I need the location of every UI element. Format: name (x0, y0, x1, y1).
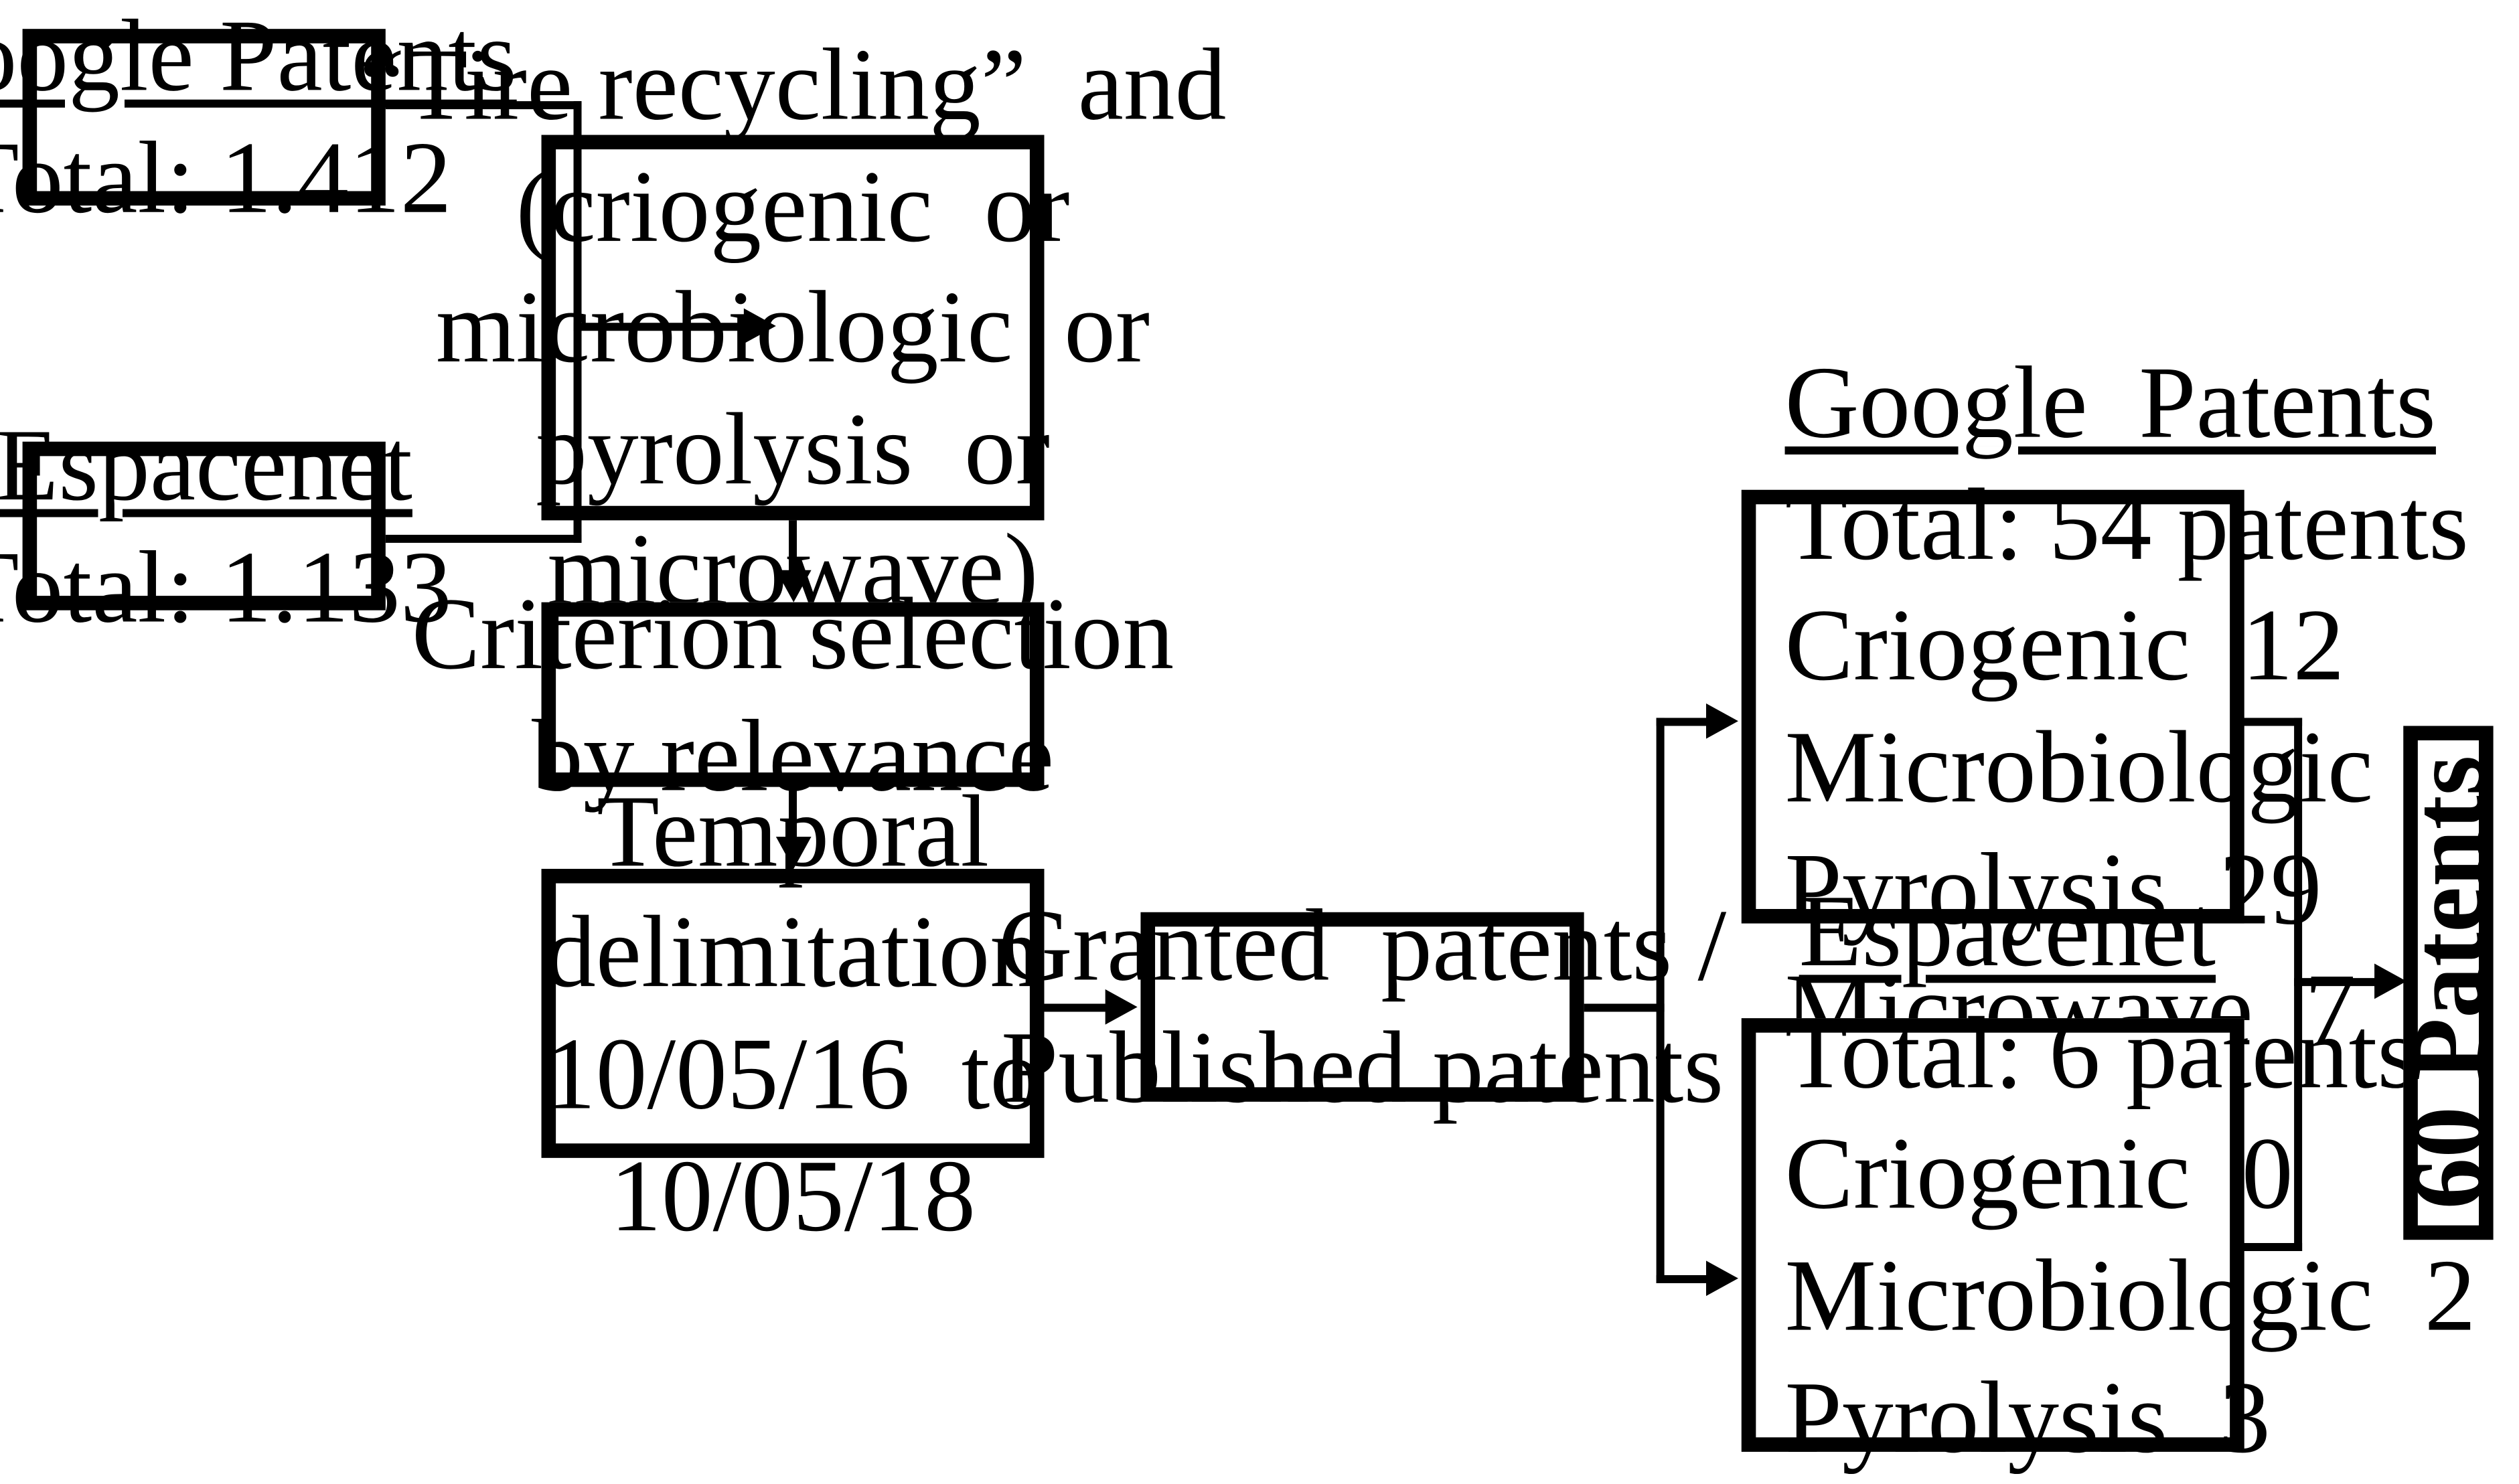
arrow-criterion-to-temporal (775, 837, 812, 869)
criterion-line-1: Criterion selection (411, 576, 1174, 691)
node-criterion-selection: Criterion selection by relevance (412, 576, 1174, 812)
espacenet-results-header-wrap: Espacenet (1785, 871, 2230, 992)
google-source-total: Total: 1.412 (0, 120, 452, 235)
temporal-line-2: delimitation (544, 895, 1042, 1009)
edge-sources-to-query-line (573, 323, 751, 331)
espacenet-results-header: Espacenet (1799, 874, 2216, 989)
arrow-query-to-criterion (775, 570, 812, 602)
node-temporal-delimitation: Temporal delimitation 10/05/16 to 10/05/… (541, 774, 1045, 1252)
google-results-header: Google Patents (1784, 345, 2436, 461)
edge-criterion-to-temporal-line (789, 787, 797, 839)
node-google-patents-results: Google Patents Total: 54 patents Criogen… (1741, 346, 2476, 1066)
google-results-header-wrap: Google Patents (1785, 343, 2436, 464)
arrow-merge-to-final (2374, 963, 2407, 999)
edge-granted-split-stub (1584, 1003, 1665, 1012)
node-espacenet-results: Espacenet Total: 6 patents Criogenic 0 M… (1741, 874, 2476, 1484)
node-granted-published-patents: Granted patents / Published patents (998, 889, 1726, 1125)
espacenet-results-row: Pyrolysis 3 (1784, 1359, 2271, 1474)
node-final-total: 60 Patents (2391, 726, 2505, 1240)
query-line-1: “Tire recycling” and (359, 27, 1227, 142)
google-results-row: Microbiologic 6 (1784, 710, 2476, 824)
query-line-2: (criogenic or (516, 149, 1070, 263)
google-source-header: Google Patents (0, 0, 517, 114)
espacenet-results-row: Microwave 1 (1785, 1477, 2356, 1484)
arrow-sources-to-query (743, 308, 776, 344)
google-results-row: Pyrolysis 29 (1784, 831, 2322, 945)
edge-temporal-to-granted-line (1044, 1003, 1112, 1012)
edge-granted-split-vertical (1656, 718, 1665, 1283)
arrow-split-to-google-results (1705, 703, 1738, 739)
google-results-total: Total: 54 patents (1784, 467, 2469, 582)
node-espacenet-source: Espacenet Total: 1.133 (0, 408, 452, 643)
espacenet-source-header: Espacenet (0, 408, 412, 522)
google-results-row: Criogenic 12 (1784, 588, 2345, 703)
query-line-4: pyrolysis or (536, 391, 1050, 506)
espacenet-results-total: Total: 6 patents (1784, 995, 2418, 1110)
edge-split-to-google-line (1656, 718, 1714, 726)
edge-espacenet-source-stub (385, 534, 582, 543)
edge-espacenet-results-stub (2238, 1243, 2303, 1252)
edge-google-results-stub (2238, 718, 2303, 726)
arrow-temporal-to-granted (1105, 989, 1138, 1025)
edge-split-to-espacenet-line (1656, 1274, 1714, 1283)
edge-query-to-criterion-line (789, 520, 797, 577)
espacenet-results-row: Microbiologic 2 (1784, 1238, 2476, 1353)
node-google-patents-source: Google Patents Total: 1.412 (0, 0, 517, 234)
arrow-split-to-espacenet-results (1705, 1260, 1738, 1297)
espacenet-results-row: Criogenic 0 (1784, 1117, 2293, 1231)
query-line-3: microbiologic or (435, 270, 1150, 385)
espacenet-source-total: Total: 1.133 (0, 529, 452, 643)
edge-google-source-stub (385, 101, 582, 110)
granted-line-1: Granted patents / (998, 888, 1727, 1003)
criterion-line-2: by relevance (531, 697, 1055, 812)
temporal-line-4: 10/05/18 (610, 1137, 976, 1252)
edge-merge-to-final-line (2294, 978, 2383, 987)
granted-line-2: Published patents (1001, 1010, 1724, 1125)
edge-source-merge-vertical (573, 101, 582, 543)
temporal-line-3: 10/05/16 to (544, 1016, 1042, 1131)
